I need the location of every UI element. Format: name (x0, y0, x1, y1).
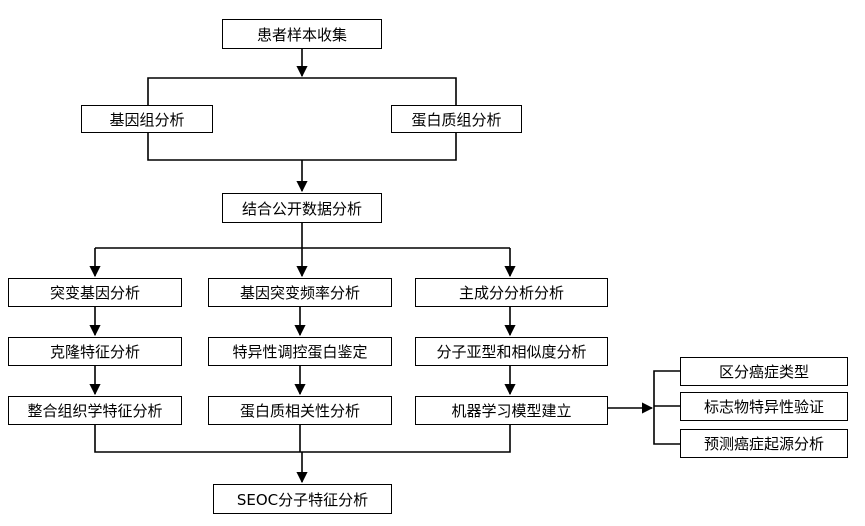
node-label: 区分癌症类型 (718, 363, 809, 381)
node-public-data-analysis: 结合公开数据分析 (222, 193, 382, 223)
node-label: 主成分分析分析 (458, 284, 564, 302)
node-label: 整合组织学特征分析 (27, 402, 163, 420)
node-label: 基因组分析 (109, 110, 185, 129)
node-label: SEOC分子特征分析 (236, 490, 369, 509)
node-label: 患者样本收集 (256, 25, 347, 44)
node-principal-component-analysis: 主成分分析分析 (415, 278, 608, 307)
node-label: 蛋白质相关性分析 (239, 402, 360, 420)
node-patient-sample-collection: 患者样本收集 (222, 19, 382, 49)
edge-outcome-bracket (653, 370, 680, 445)
node-machine-learning-model: 机器学习模型建立 (415, 396, 608, 425)
node-label: 分子亚型和相似度分析 (436, 343, 587, 361)
node-cancer-origin-prediction: 预测癌症起源分析 (680, 429, 848, 458)
node-label: 基因突变频率分析 (239, 284, 360, 302)
node-label: 蛋白质组分析 (411, 110, 502, 129)
node-biomarker-validation: 标志物特异性验证 (680, 392, 848, 421)
node-label: 结合公开数据分析 (241, 199, 362, 218)
node-label: 标志物特异性验证 (703, 398, 824, 416)
edge-merge-bottom (94, 425, 511, 453)
node-seoc-molecular-analysis: SEOC分子特征分析 (213, 484, 392, 514)
node-label: 突变基因分析 (49, 284, 140, 302)
edge-merge-genome-proteome (147, 133, 457, 161)
node-mutation-frequency-analysis: 基因突变频率分析 (208, 278, 392, 307)
node-specific-regulatory-protein: 特异性调控蛋白鉴定 (208, 337, 392, 366)
node-genome-analysis: 基因组分析 (81, 105, 213, 133)
node-label: 克隆特征分析 (49, 343, 140, 361)
node-proteome-analysis: 蛋白质组分析 (391, 105, 522, 133)
node-distinguish-cancer-type: 区分癌症类型 (680, 357, 848, 386)
node-protein-correlation-analysis: 蛋白质相关性分析 (208, 396, 392, 425)
node-label: 特异性调控蛋白鉴定 (232, 343, 368, 361)
node-molecular-subtype-analysis: 分子亚型和相似度分析 (415, 337, 608, 366)
node-mutated-gene-analysis: 突变基因分析 (8, 278, 182, 307)
edge-split-genome-proteome (147, 77, 457, 105)
node-label: 机器学习模型建立 (451, 402, 572, 420)
node-label: 预测癌症起源分析 (703, 435, 824, 453)
node-clonal-feature-analysis: 克隆特征分析 (8, 337, 182, 366)
node-histology-feature-analysis: 整合组织学特征分析 (8, 396, 182, 425)
